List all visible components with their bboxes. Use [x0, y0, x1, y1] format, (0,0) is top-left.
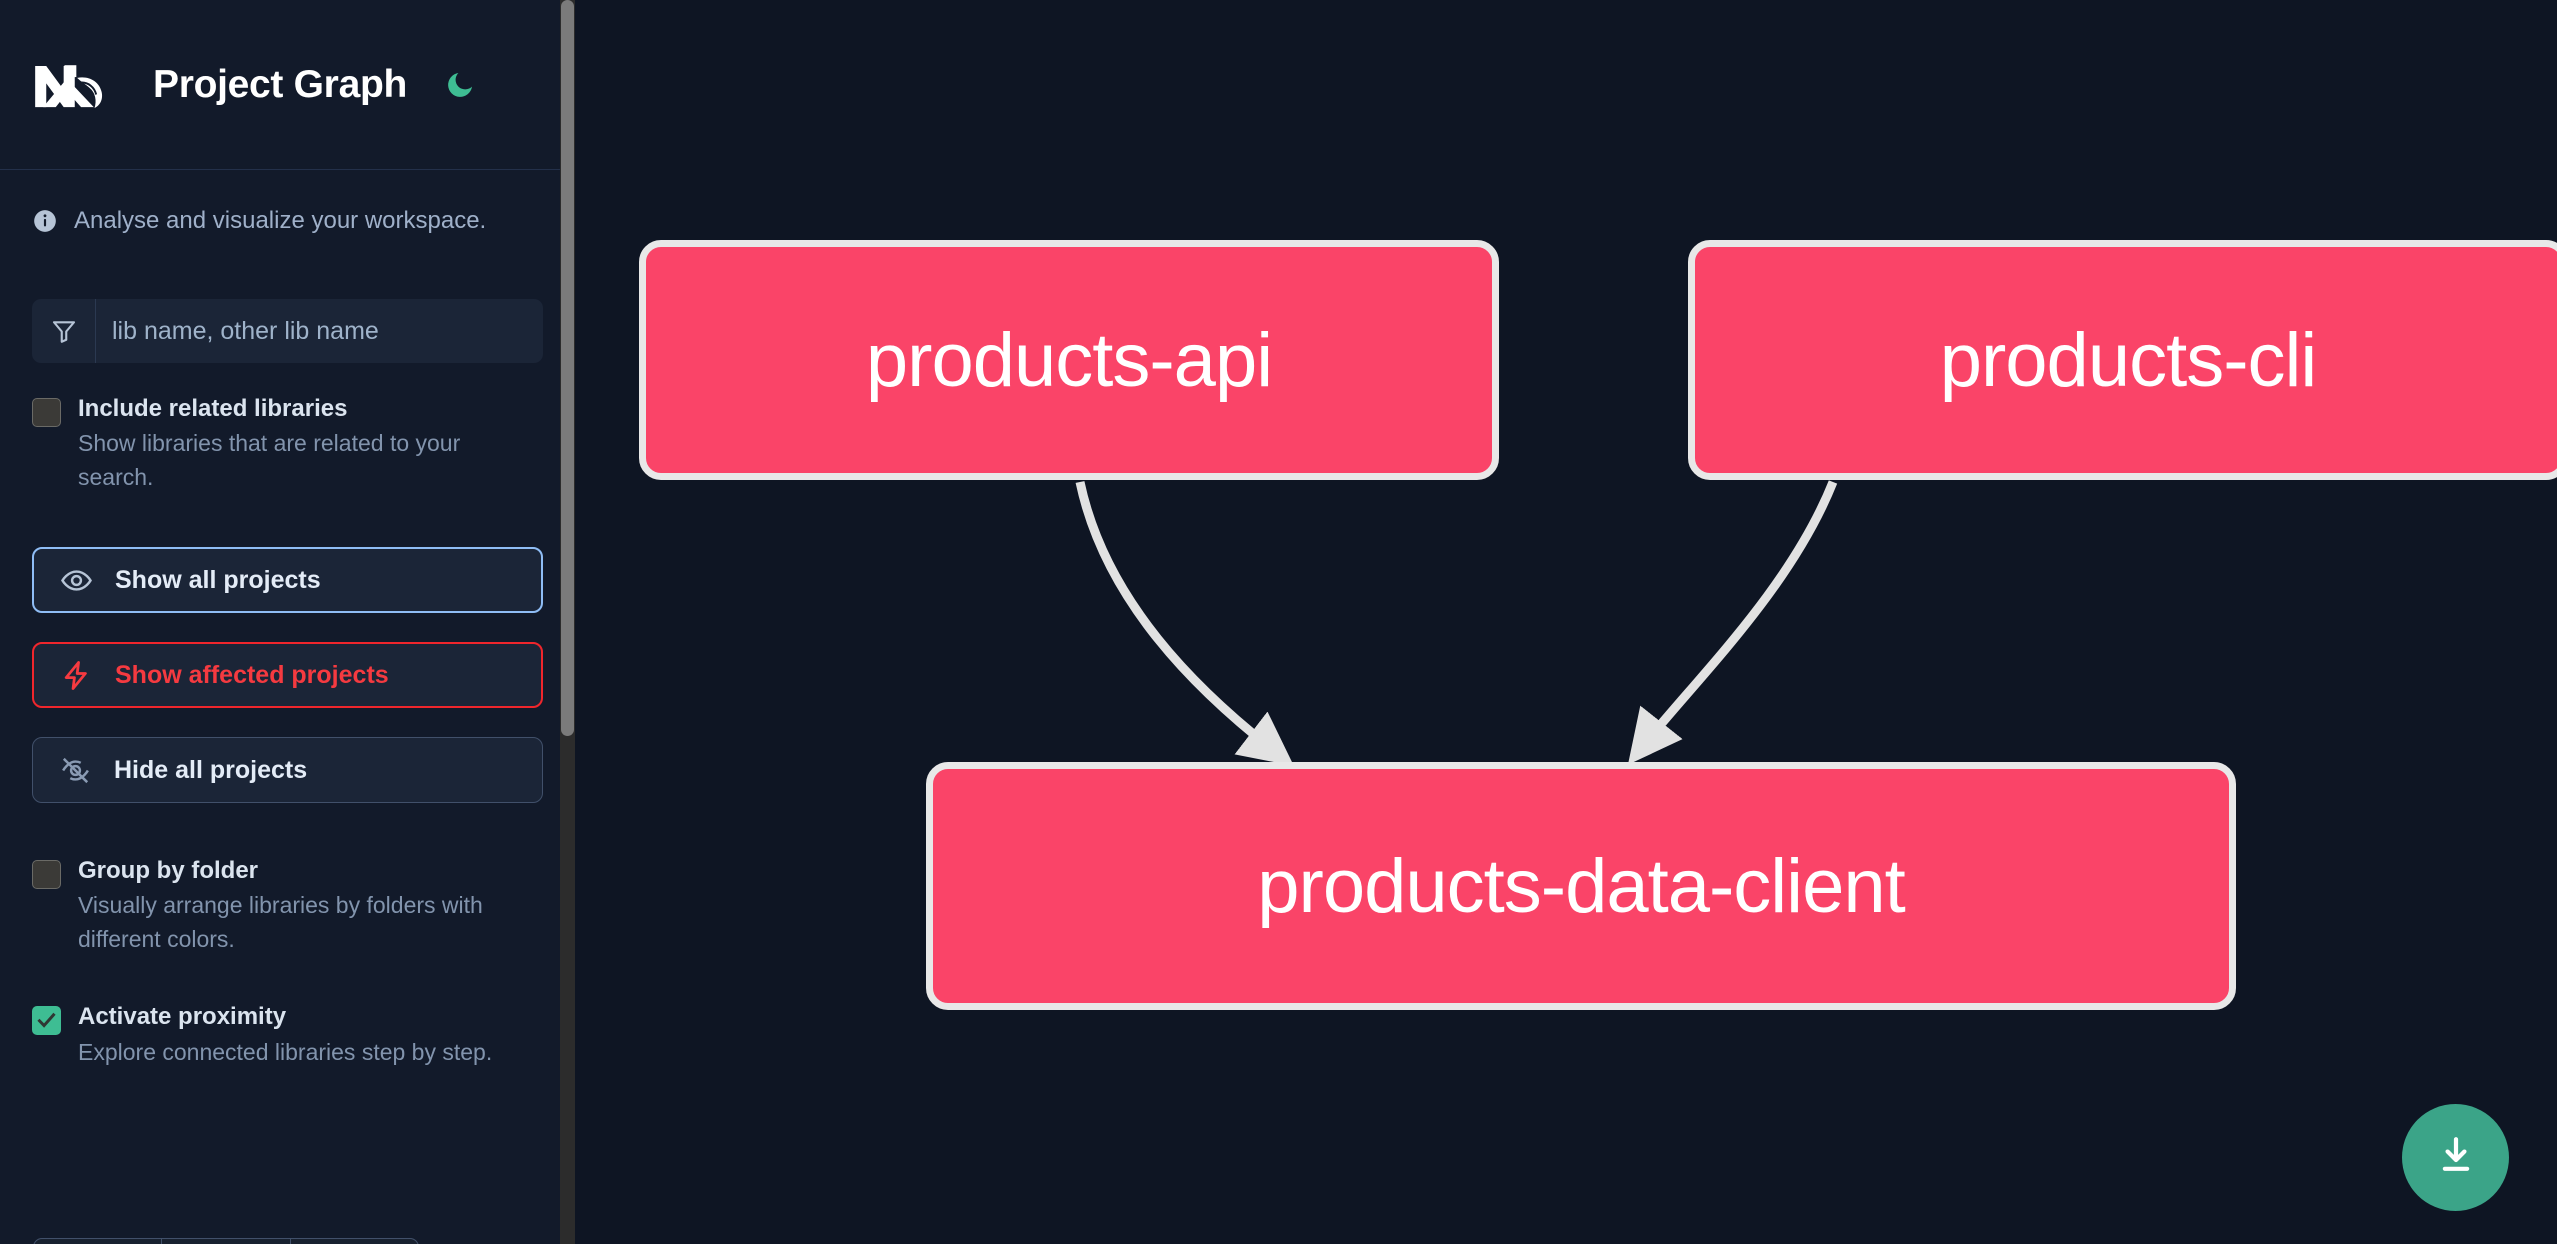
- include-related-libraries-description: Show libraries that are related to your …: [78, 430, 461, 490]
- checkbox-row-activate-proximity[interactable]: Activate proximity Explore connected lib…: [32, 1001, 543, 1069]
- moon-icon[interactable]: [439, 64, 481, 106]
- sidebar-scrollbar-thumb[interactable]: [561, 0, 574, 736]
- proximity-step-increase-button[interactable]: [291, 1239, 418, 1244]
- group-by-folder-texts: Group by folder Visually arrange librari…: [78, 855, 538, 956]
- sidebar: Project Graph Analyse and visualize your…: [0, 0, 575, 1244]
- lightning-bolt-icon: [60, 659, 93, 692]
- include-related-libraries-label: Include related libraries: [78, 395, 348, 422]
- eye-off-icon: [59, 754, 92, 787]
- show-affected-projects-label: Show affected projects: [115, 660, 389, 689]
- proximity-step-value: [162, 1239, 291, 1244]
- eye-icon: [60, 564, 93, 597]
- download-icon: [2433, 1132, 2479, 1183]
- tagline-text: Analyse and visualize your workspace.: [74, 207, 487, 234]
- tagline: Analyse and visualize your workspace.: [32, 207, 543, 235]
- search-input[interactable]: [96, 299, 543, 363]
- show-all-projects-button[interactable]: Show all projects: [32, 547, 543, 614]
- edge-products-cli-to-products-data-client: [1627, 480, 1838, 765]
- sidebar-body: Analyse and visualize your workspace. In…: [0, 207, 575, 1069]
- edge-products-api-to-products-data-client: [1075, 481, 1294, 766]
- nx-logo-icon: [32, 58, 127, 112]
- hide-all-projects-label: Hide all projects: [114, 755, 308, 784]
- graph-node-products-data-client[interactable]: products-data-client: [926, 762, 2236, 1010]
- graph-node-products-cli[interactable]: products-cli: [1688, 240, 2557, 480]
- show-all-projects-label: Show all projects: [115, 565, 321, 594]
- sidebar-header: Project Graph: [0, 0, 575, 170]
- graph-edges: [1075, 480, 1838, 766]
- page-title: Project Graph: [153, 62, 407, 106]
- activate-proximity-texts: Activate proximity Explore connected lib…: [78, 1001, 492, 1069]
- hide-all-projects-button[interactable]: Hide all projects: [32, 737, 543, 804]
- show-affected-projects-button[interactable]: Show affected projects: [32, 642, 543, 709]
- group-by-folder-description: Visually arrange libraries by folders wi…: [78, 892, 483, 952]
- proximity-step-decrease-button[interactable]: [34, 1239, 163, 1244]
- checkbox-row-group-by-folder[interactable]: Group by folder Visually arrange librari…: [32, 855, 543, 956]
- group-by-folder-checkbox[interactable]: [32, 860, 61, 890]
- graph-node-label: products-data-client: [1257, 843, 1905, 929]
- checkbox-row-include-related-libraries[interactable]: Include related libraries Show libraries…: [32, 393, 543, 494]
- group-by-folder-label: Group by folder: [78, 857, 258, 885]
- activate-proximity-description: Explore connected libraries step by step…: [78, 1038, 493, 1065]
- proximity-step-button-group[interactable]: [33, 1238, 419, 1244]
- download-image-button[interactable]: [2402, 1104, 2509, 1211]
- info-icon: [32, 208, 58, 234]
- graph-canvas[interactable]: products-api products-cli products-data-…: [575, 0, 2557, 1244]
- sidebar-scrollbar-track[interactable]: [560, 0, 575, 1244]
- activate-proximity-checkbox[interactable]: [32, 1006, 61, 1036]
- graph-node-label: products-api: [865, 317, 1273, 403]
- activate-proximity-label: Activate proximity: [78, 1003, 287, 1031]
- graph-node-products-api[interactable]: products-api: [639, 240, 1499, 480]
- filter-search-box[interactable]: [32, 299, 543, 363]
- checkmark-icon: [37, 1012, 56, 1028]
- include-related-libraries-texts: Include related libraries Show libraries…: [78, 393, 538, 494]
- include-related-libraries-checkbox[interactable]: [32, 398, 61, 427]
- graph-node-label: products-cli: [1939, 317, 2318, 403]
- funnel-icon: [32, 299, 96, 363]
